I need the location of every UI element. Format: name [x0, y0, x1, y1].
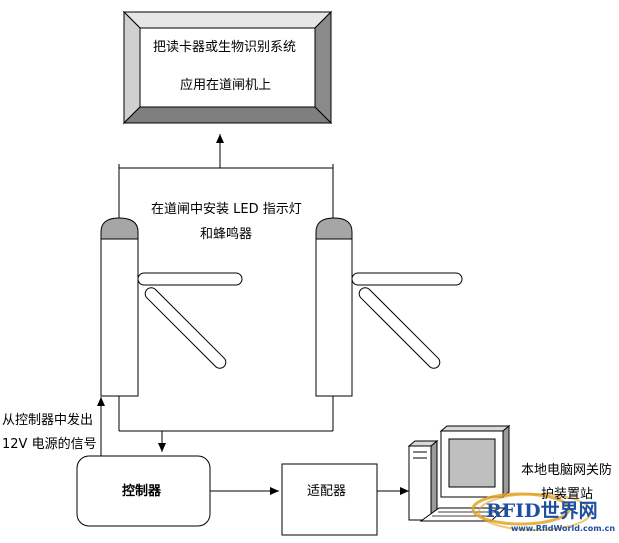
reader-system-text-line2: 应用在道闸机上 — [180, 78, 272, 93]
pc-station-line2: 护装置站 — [541, 487, 594, 502]
computer-icon — [407, 424, 511, 522]
right-led-lamp — [315, 217, 353, 240]
left-turnstile — [100, 217, 243, 397]
led-note-line2: 和蜂鸣器 — [200, 227, 253, 242]
watermark-url: www.RfidWorld.com.cn — [511, 524, 616, 533]
watermark-logo-text: RFID世界网 — [486, 500, 598, 522]
signal-note-line2: 12V 电源的信号 — [2, 437, 97, 452]
adapter-box — [281, 463, 378, 536]
right-turnstile — [315, 217, 463, 397]
controller-label: 控制器 — [122, 484, 162, 499]
led-note-line1: 在道闸中安装 LED 指示灯 — [151, 202, 302, 217]
rfid-world-logo — [471, 492, 592, 531]
signal-note-line1: 从控制器中发出 — [2, 413, 94, 428]
reader-system-text-line1: 把读卡器或生物识别系统 — [153, 40, 297, 55]
left-led-lamp — [100, 217, 139, 240]
adapter-label: 适配器 — [307, 484, 347, 499]
pc-station-line1: 本地电脑网关防 — [521, 463, 613, 478]
monitor-screen — [448, 438, 496, 488]
reader-system-box — [122, 10, 333, 125]
